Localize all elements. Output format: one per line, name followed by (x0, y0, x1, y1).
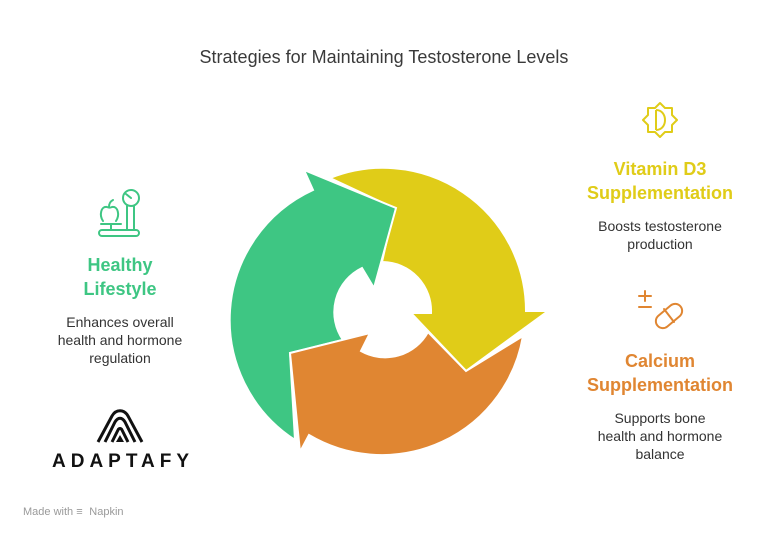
item-desc-line2: health and hormone (57, 332, 183, 348)
adaptafy-logo: ADAPTAFY (52, 408, 195, 473)
item-heading-line2: Supplementation (586, 183, 733, 203)
item-heading-line2: Supplementation (586, 375, 733, 395)
item-desc-line3: balance (635, 446, 685, 462)
item-desc-line2: health and hormone (597, 428, 723, 444)
adaptafy-wordmark: ADAPTAFY (52, 451, 195, 472)
made-with-napkin: Made with ≡ Napkin (23, 506, 124, 518)
item-healthy-lifestyle: Healthy Lifestyle Enhances overall healt… (40, 253, 200, 367)
item-heading-line2: Lifestyle (83, 279, 157, 299)
vitamin-d-sun-icon (642, 102, 678, 138)
made-with-label: Made with (23, 506, 74, 518)
item-heading-line1: Calcium (624, 351, 696, 371)
item-desc-line3: regulation (89, 350, 151, 366)
cycle-arrow-vitamin-d3 (327, 166, 552, 373)
cycle-arrow-calcium (288, 330, 525, 457)
item-heading-line1: Healthy (87, 255, 153, 275)
item-heading-line1: Vitamin D3 (613, 159, 707, 179)
item-vitamin-d3: Vitamin D3 Supplementation Boosts testos… (573, 157, 747, 253)
item-desc-line1: Supports bone (614, 410, 706, 426)
adaptafy-arch-icon (96, 409, 144, 443)
item-desc-line1: Boosts testosterone (598, 218, 722, 234)
item-desc-line1: Enhances overall (66, 314, 174, 330)
scale-apple-icon (98, 189, 140, 237)
diagram-title: Strategies for Maintaining Testosterone … (199, 47, 569, 67)
item-desc-line2: production (627, 236, 693, 252)
napkin-icon: ≡ (76, 506, 83, 518)
napkin-brand: Napkin (89, 506, 124, 518)
cycle-arrow-healthy-lifestyle (228, 168, 398, 442)
pill-plus-minus-icon (638, 290, 684, 330)
item-calcium: Calcium Supplementation Supports bone he… (573, 349, 747, 463)
